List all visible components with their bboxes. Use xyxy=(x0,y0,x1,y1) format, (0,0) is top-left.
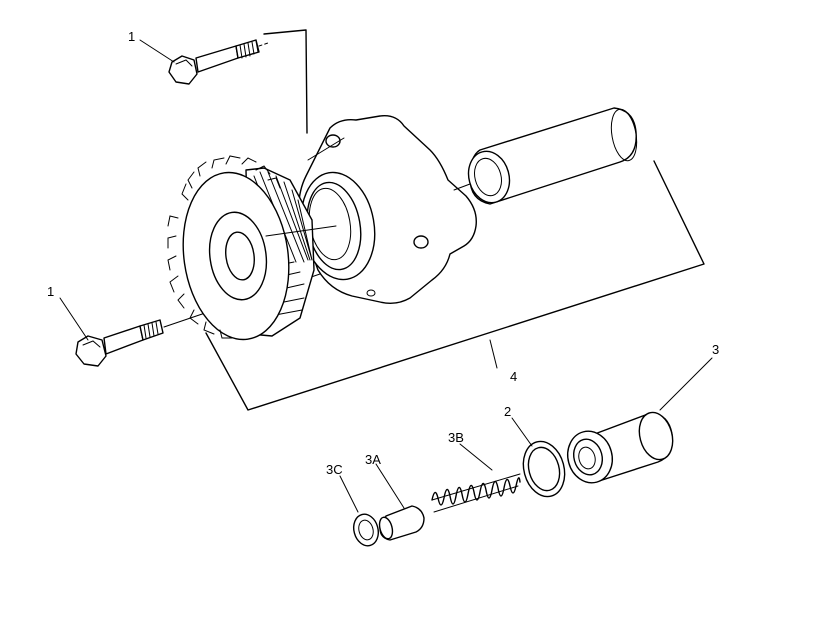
callout-4: 4 xyxy=(510,369,517,384)
sleeve-upper xyxy=(453,107,638,205)
spring-3b xyxy=(431,473,521,513)
plunger-3a xyxy=(378,505,425,541)
o-ring-2 xyxy=(522,440,566,498)
callout-3c: 3C xyxy=(326,462,343,477)
callout-3: 3 xyxy=(712,342,719,357)
pump-housing xyxy=(298,115,477,305)
callout-2: 2 xyxy=(504,404,511,419)
leader-lines xyxy=(59,39,713,513)
assembly-4-bracket xyxy=(205,29,705,411)
drive-gear xyxy=(167,155,337,341)
bolt-upper xyxy=(168,39,269,85)
callout-3a: 3A xyxy=(365,452,381,467)
valve-body-3 xyxy=(567,411,674,484)
cap-3c xyxy=(352,513,380,547)
callout-1-upper: 1 xyxy=(128,29,135,44)
callout-3b: 3B xyxy=(448,430,464,445)
callout-1-lower: 1 xyxy=(47,284,54,299)
